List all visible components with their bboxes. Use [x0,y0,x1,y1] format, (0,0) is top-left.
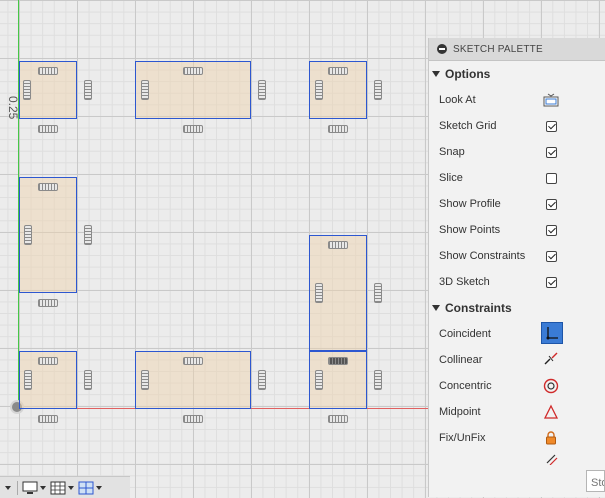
option-look-at[interactable]: Look At [429,87,605,113]
viewports-button[interactable] [78,481,102,495]
parallel-icon[interactable] [543,451,559,465]
horizontal-constraint-icon[interactable] [183,67,203,75]
palette-title: SKETCH PALETTE [453,43,543,55]
search-input[interactable] [586,470,605,492]
grid-icon [50,481,66,494]
dropdown-arrow-icon [5,485,11,490]
vertical-constraint-icon[interactable] [374,80,382,100]
constraint-midpoint[interactable]: Midpoint [429,399,605,425]
constraint-coincident[interactable]: Coincident [429,321,605,347]
lock-icon[interactable] [543,430,559,446]
horizontal-constraint-icon[interactable] [38,299,58,307]
midpoint-icon[interactable] [543,404,559,420]
palette-header[interactable]: SKETCH PALETTE [429,38,605,61]
horizontal-constraint-icon[interactable] [38,125,58,133]
horizontal-constraint-icon[interactable] [328,67,348,75]
vertical-constraint-icon[interactable] [315,370,323,390]
horizontal-constraint-icon[interactable] [183,357,203,365]
constraint-partial[interactable] [429,451,605,465]
vertical-constraint-icon[interactable] [258,370,266,390]
horizontal-constraint-icon[interactable] [183,125,203,133]
constraint-fix-unfix[interactable]: Fix/UnFix [429,425,605,451]
sketch-grid-checkbox[interactable] [545,120,557,132]
vertical-constraint-icon[interactable] [374,370,382,390]
horizontal-constraint-icon[interactable] [38,415,58,423]
grid-settings-button[interactable] [50,481,74,495]
look-at-icon[interactable] [543,92,559,108]
show-profile-checkbox[interactable] [545,198,557,210]
horizontal-constraint-icon[interactable] [38,67,58,75]
option-3d-sketch[interactable]: 3D Sketch [429,269,605,295]
bottom-toolbar [0,476,130,498]
constraint-concentric[interactable]: Concentric [429,373,605,399]
vertical-constraint-icon[interactable] [315,283,323,303]
toolbar-divider [17,480,18,495]
expand-triangle-icon[interactable] [432,71,440,77]
monitor-icon [22,481,38,494]
3d-sketch-checkbox[interactable] [545,276,557,288]
dropdown-arrow-icon [96,485,102,490]
viewports-icon [78,481,94,494]
display-settings-button[interactable] [3,485,11,490]
collinear-icon[interactable] [543,352,559,368]
vertical-constraint-icon[interactable] [24,225,32,245]
options-section-header[interactable]: Options [429,61,605,87]
horizontal-constraint-icon[interactable] [183,415,203,423]
option-sketch-grid[interactable]: Sketch Grid [429,113,605,139]
horizontal-constraint-icon[interactable] [328,241,348,249]
vertical-constraint-icon[interactable] [141,370,149,390]
expand-triangle-icon[interactable] [432,305,440,311]
option-show-profile[interactable]: Show Profile [429,191,605,217]
y-axis [18,0,19,410]
vertical-constraint-icon[interactable] [84,370,92,390]
horizontal-constraint-icon[interactable] [328,415,348,423]
vertical-constraint-icon[interactable] [84,80,92,100]
dropdown-arrow-icon [68,485,74,490]
vertical-constraint-icon[interactable] [24,370,32,390]
horizontal-constraint-icon[interactable] [328,357,348,365]
horizontal-constraint-icon[interactable] [38,357,58,365]
show-constraints-checkbox[interactable] [545,250,557,262]
show-points-checkbox[interactable] [545,224,557,236]
display-mode-button[interactable] [22,481,46,495]
vertical-constraint-icon[interactable] [315,80,323,100]
horizontal-constraint-icon[interactable] [38,183,58,191]
horizontal-constraint-icon[interactable] [328,125,348,133]
coincident-icon[interactable] [541,322,563,344]
option-slice[interactable]: Slice [429,165,605,191]
vertical-constraint-icon[interactable] [23,80,31,100]
concentric-icon[interactable] [543,378,559,394]
option-show-constraints[interactable]: Show Constraints [429,243,605,269]
origin-point[interactable] [10,400,24,414]
slice-checkbox[interactable] [545,172,557,184]
vertical-constraint-icon[interactable] [258,80,266,100]
option-show-points[interactable]: Show Points [429,217,605,243]
constraints-section-header[interactable]: Constraints [429,295,605,321]
constraint-collinear[interactable]: Collinear [429,347,605,373]
dimension-label[interactable]: 0.25 [6,96,20,120]
sketch-palette: SKETCH PALETTE Options Look At Sketch Gr… [428,38,605,497]
option-snap[interactable]: Snap [429,139,605,165]
collapse-icon[interactable] [437,44,447,54]
snap-checkbox[interactable] [545,146,557,158]
vertical-constraint-icon[interactable] [84,225,92,245]
vertical-constraint-icon[interactable] [141,80,149,100]
vertical-constraint-icon[interactable] [374,283,382,303]
sketch-rectangle[interactable] [19,177,77,293]
dropdown-arrow-icon [40,485,46,490]
